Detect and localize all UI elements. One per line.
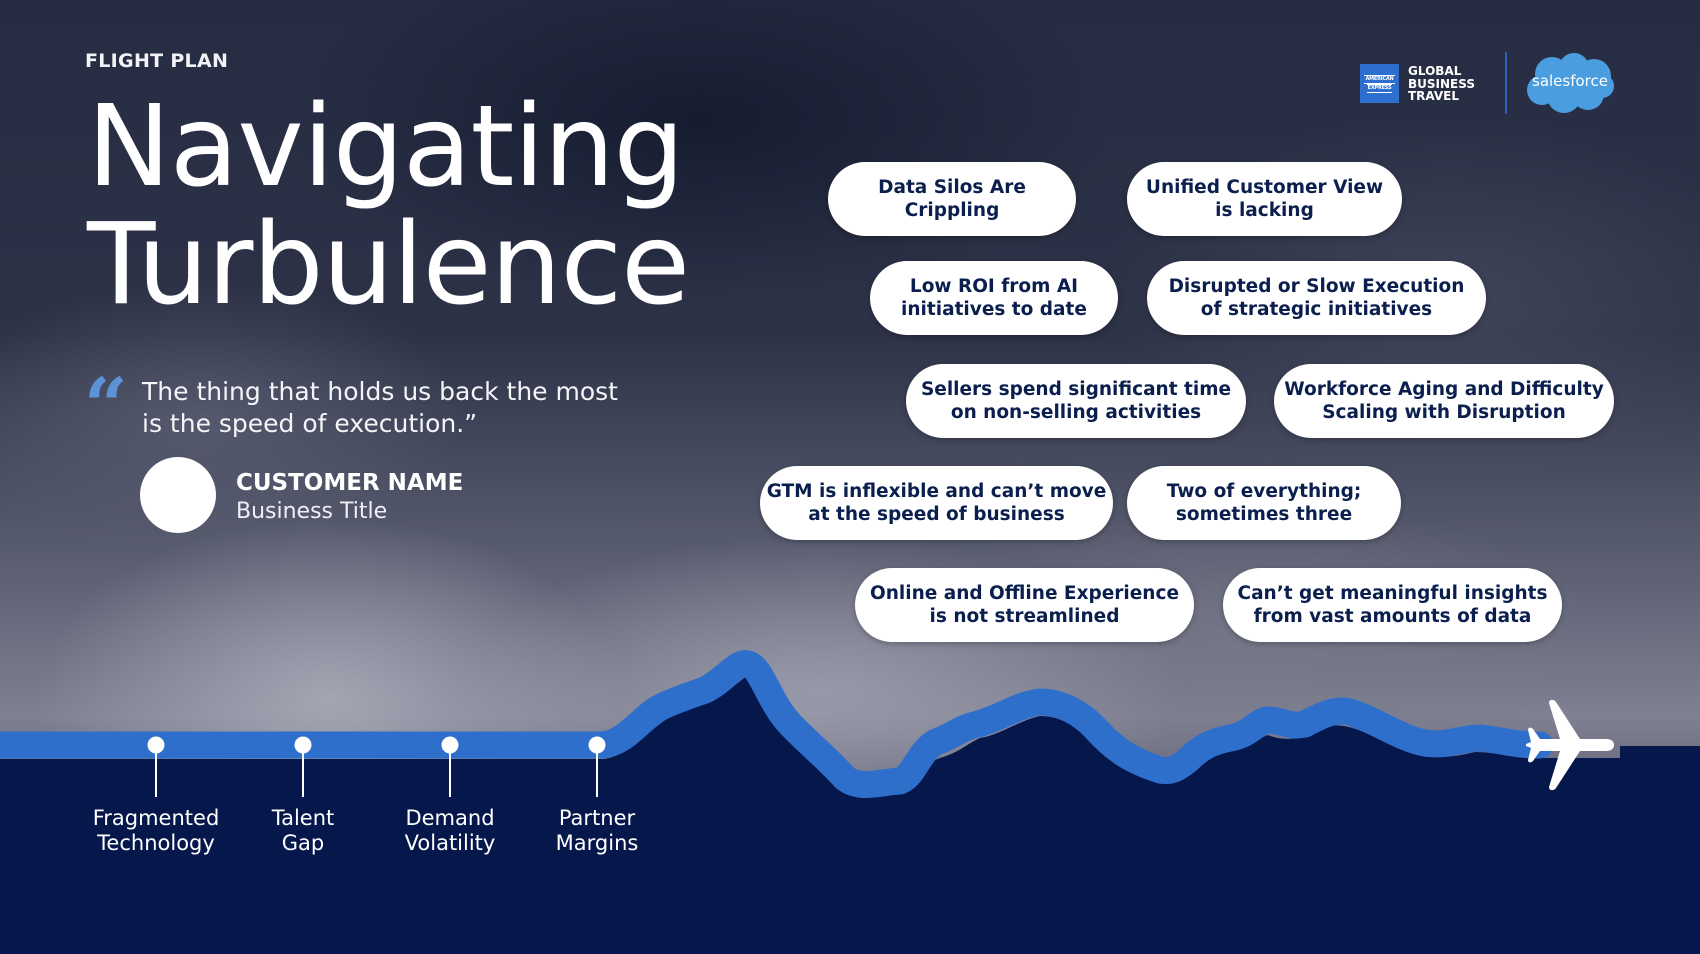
- challenge-pill: Unified Customer View is lacking: [1127, 162, 1402, 236]
- flight-path-line: [0, 650, 1554, 798]
- challenge-label: Data Silos Are Crippling: [878, 177, 1026, 221]
- challenge-pill: Workforce Aging and Difficulty Scaling w…: [1274, 364, 1614, 438]
- challenge-pill: Data Silos Are Crippling: [828, 162, 1076, 236]
- gbt-line-1: GLOBAL: [1408, 64, 1462, 78]
- ground-area: [0, 676, 1700, 954]
- milestone-label: Partner Margins: [555, 806, 639, 855]
- milestone-marker: [441, 736, 459, 797]
- challenge-pill: Can’t get meaningful insights from vast …: [1223, 568, 1562, 642]
- challenge-pill: Low ROI from AI initiatives to date: [870, 261, 1118, 335]
- partner-logos: AMERICAN EXPRESS GLOBAL BUSINESS TRAVEL: [1360, 52, 1620, 114]
- challenge-pill: Disrupted or Slow Execution of strategic…: [1147, 261, 1486, 335]
- challenge-pill: Online and Offline Experience is not str…: [855, 568, 1194, 642]
- challenge-pill: Sellers spend significant time on non-se…: [906, 364, 1246, 438]
- milestone-dot: [294, 736, 312, 754]
- avatar: [140, 457, 216, 533]
- milestone-label: Talent Gap: [271, 806, 335, 855]
- challenge-label: Unified Customer View is lacking: [1145, 177, 1384, 221]
- milestone-marker: [294, 736, 312, 797]
- milestone-dot: [147, 736, 165, 754]
- challenge-label: Low ROI from AI initiatives to date: [901, 276, 1087, 320]
- title-line-2: Turbulence: [87, 200, 690, 330]
- salesforce-wordmark: salesforce: [1532, 72, 1608, 90]
- gbt-wordmark: GLOBAL BUSINESS TRAVEL: [1408, 65, 1475, 103]
- salesforce-logo: salesforce: [1524, 52, 1616, 114]
- challenge-label: GTM is inflexible and can’t move at the …: [766, 481, 1107, 525]
- milestone-label: Demand Volatility: [404, 806, 496, 855]
- amex-logo-line-1: AMERICAN: [1364, 74, 1395, 84]
- quote-open-icon: “: [84, 361, 128, 450]
- gbt-line-2: BUSINESS: [1408, 76, 1475, 91]
- milestone-marker: [588, 736, 606, 797]
- page-title: Navigating Turbulence: [87, 82, 690, 330]
- amex-logo: AMERICAN EXPRESS: [1360, 64, 1399, 103]
- challenge-label: Disrupted or Slow Execution of strategic…: [1168, 276, 1465, 320]
- milestone-dot: [441, 736, 459, 754]
- section-kicker: FLIGHT PLAN: [85, 50, 229, 72]
- title-line-1: Navigating: [87, 82, 685, 212]
- milestone-dot: [588, 736, 606, 754]
- challenge-label: Online and Offline Experience is not str…: [869, 583, 1179, 627]
- salesforce-cloud-icon: [1527, 53, 1614, 113]
- logo-divider: [1505, 52, 1507, 114]
- milestone-marker: [147, 736, 165, 797]
- amex-logo-line-2: EXPRESS: [1366, 83, 1393, 93]
- airplane-icon: [1526, 699, 1614, 791]
- customer-quote: The thing that holds us back the most is…: [142, 377, 618, 438]
- customer-title: Business Title: [236, 499, 388, 524]
- challenge-label: Can’t get meaningful insights from vast …: [1237, 583, 1548, 627]
- challenge-label: Two of everything; sometimes three: [1166, 481, 1362, 525]
- challenge-pill: Two of everything; sometimes three: [1127, 466, 1401, 540]
- milestone-label: Fragmented Technology: [92, 806, 220, 855]
- gbt-line-3: TRAVEL: [1408, 89, 1460, 103]
- challenge-label: Sellers spend significant time on non-se…: [920, 379, 1232, 423]
- challenge-label: Workforce Aging and Difficulty Scaling w…: [1284, 379, 1604, 423]
- customer-name: CUSTOMER NAME: [236, 470, 464, 496]
- challenge-pill: GTM is inflexible and can’t move at the …: [760, 466, 1113, 540]
